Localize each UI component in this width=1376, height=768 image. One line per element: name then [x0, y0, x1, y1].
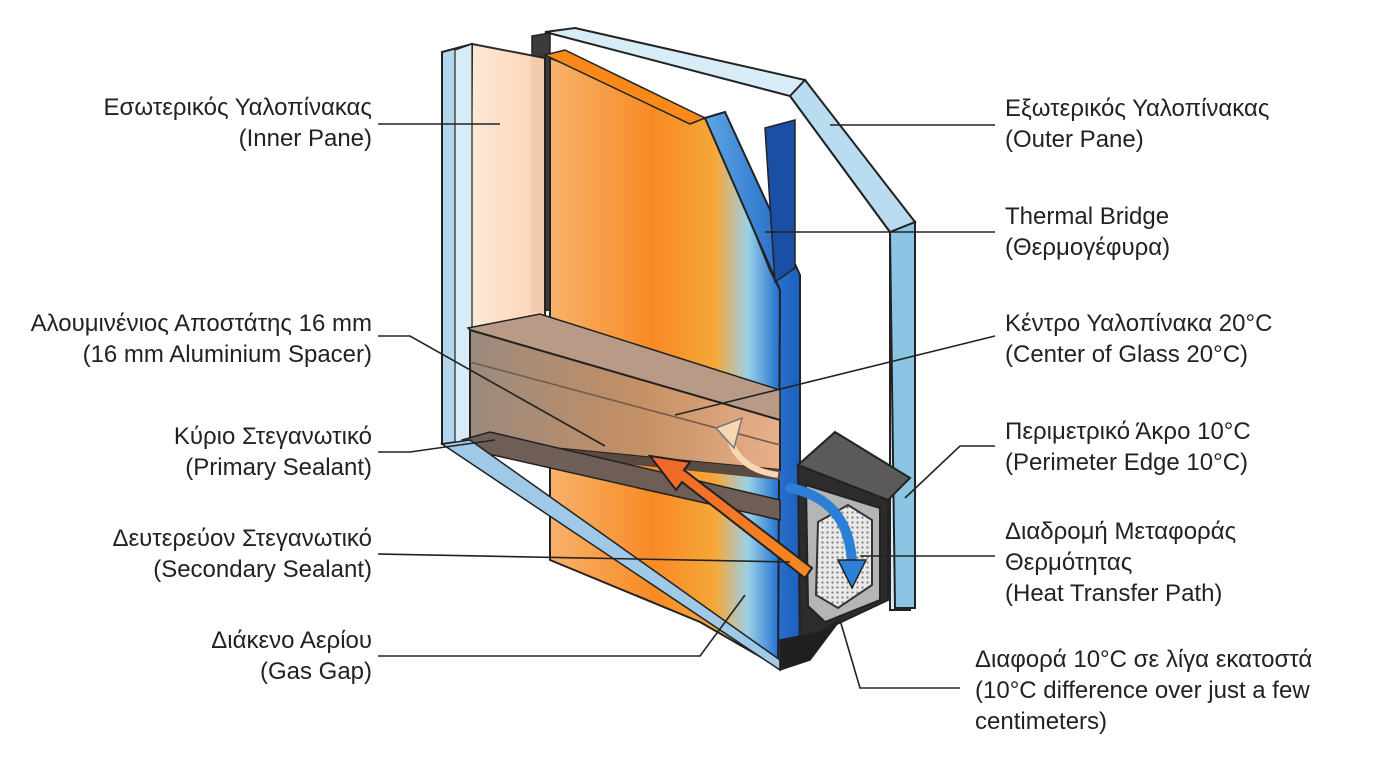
outer-pane: [544, 26, 917, 611]
label-center-glass: Κέντρο Υαλοπίνακα 20°C (Center of Glass …: [1005, 308, 1272, 370]
leader-primary-sealant: [378, 439, 496, 453]
label-outer-pane-gr: Εξωτερικός Υαλοπίνακας: [1005, 95, 1270, 122]
label-thermal-bridge: Thermal Bridge (Θερμογέφυρα): [1005, 201, 1170, 263]
label-gas-gap: Διάκενο Αερίου (Gas Gap): [60, 625, 372, 687]
label-heat-path-en: (Heat Transfer Path): [1005, 580, 1223, 607]
label-perimeter-edge: Περιμετρικό Άκρο 10°C (Perimeter Edge 10…: [1005, 416, 1251, 478]
leader-spacer: [378, 335, 606, 447]
label-thermal-bridge-en: (Θερμογέφυρα): [1005, 234, 1171, 261]
label-center-glass-en: (Center of Glass 20°C): [1005, 341, 1249, 368]
label-primary-sealant: Κύριο Στεγανωτικό (Primary Sealant): [60, 421, 372, 483]
label-heat-path-gr1: Διαδρομή Μεταφοράς: [1005, 518, 1237, 545]
leader-perimeter-edge: [904, 445, 995, 499]
label-heat-path: Διαδρομή Μεταφοράς Θερμότητας (Heat Tran…: [1005, 516, 1236, 609]
leader-secondary-sealant: [377, 553, 791, 563]
label-difference-gr: Διαφορά 10°C σε λίγα εκατοστά: [975, 646, 1313, 673]
label-outer-pane-en: (Outer Pane): [1005, 126, 1144, 153]
label-perimeter-edge-gr: Περιμετρικό Άκρο 10°C: [1005, 418, 1251, 445]
label-gas-gap-en: (Gas Gap): [259, 658, 372, 685]
convection-arrow-small: [714, 416, 779, 478]
label-spacer: Αλουμινένιος Αποστάτης 16 mm (16 mm Alum…: [10, 308, 372, 370]
leader-difference: [839, 619, 960, 689]
leader-gas-gap: [378, 594, 746, 657]
label-difference-en2: centimeters): [975, 708, 1108, 735]
label-gas-gap-gr: Διάκενο Αερίου: [211, 627, 372, 654]
label-outer-pane: Εξωτερικός Υαλοπίνακας (Outer Pane): [1005, 93, 1269, 155]
label-spacer-en: (16 mm Aluminium Spacer): [82, 341, 372, 368]
label-difference: Διαφορά 10°C σε λίγα εκατοστά (10°C diff…: [975, 644, 1312, 737]
label-spacer-gr: Αλουμινένιος Αποστάτης 16 mm: [30, 310, 372, 337]
label-secondary-sealant-gr: Δευτερεύον Στεγανωτικό: [112, 525, 372, 552]
label-center-glass-gr: Κέντρο Υαλοπίνακα 20°C: [1005, 310, 1273, 337]
label-primary-sealant-gr: Κύριο Στεγανωτικό: [173, 423, 372, 450]
label-secondary-sealant: Δευτερεύον Στεγανωτικό (Secondary Sealan…: [40, 523, 372, 585]
label-inner-pane: Εσωτερικός Υαλοπίνακας (Inner Pane): [60, 92, 373, 154]
label-secondary-sealant-en: (Secondary Sealant): [153, 556, 372, 583]
label-inner-pane-en: (Inner Pane): [238, 125, 372, 152]
label-difference-en1: (10°C difference over just a few: [975, 677, 1310, 704]
label-inner-pane-gr: Εσωτερικός Υαλοπίνακας: [103, 94, 373, 121]
leader-lines: [377, 123, 996, 689]
heat-flow-arrow: [647, 454, 814, 580]
leader-center-glass: [674, 335, 996, 416]
label-primary-sealant-en: (Primary Sealant): [185, 454, 372, 481]
label-heat-path-gr2: Θερμότητας: [1005, 549, 1133, 576]
label-thermal-bridge-gr: Thermal Bridge: [1005, 203, 1170, 230]
heat-transfer-arrow-blue: [785, 483, 868, 590]
label-perimeter-edge-en: (Perimeter Edge 10°C): [1005, 449, 1249, 476]
